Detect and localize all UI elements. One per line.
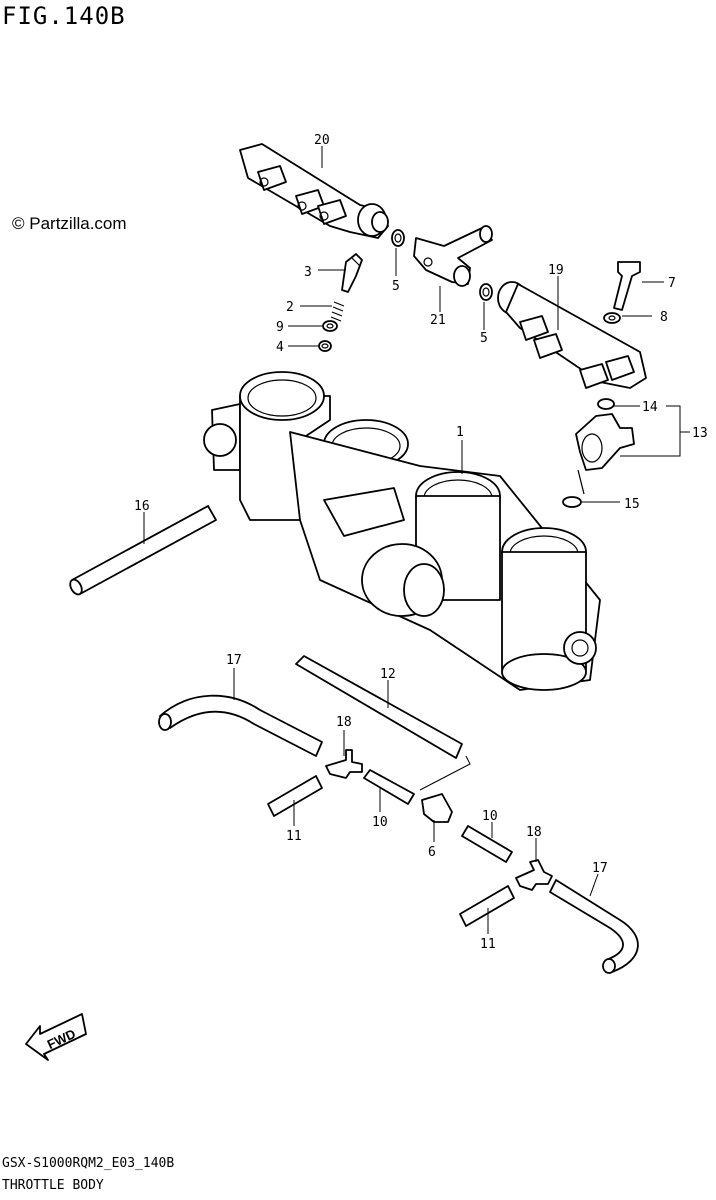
- part-8-washer[interactable]: [603, 312, 621, 324]
- callout-1: 1: [456, 425, 464, 440]
- part-7-bolt[interactable]: [613, 261, 641, 311]
- callout-3: 3: [304, 265, 312, 280]
- callout-4: 4: [276, 340, 284, 355]
- part-2-spring[interactable]: [330, 301, 345, 322]
- callout-12: 12: [380, 667, 396, 682]
- part-10-hose-lower[interactable]: [461, 825, 513, 863]
- watermark: © Partzilla.com: [12, 214, 127, 233]
- leader-lines: [143, 146, 690, 934]
- part-10-hose-upper[interactable]: [363, 769, 415, 805]
- callout-16: 16: [134, 499, 150, 514]
- callout-8: 8: [660, 310, 668, 325]
- part-6-t-joint[interactable]: [421, 793, 453, 823]
- part-5-o-ring-b[interactable]: [479, 283, 493, 301]
- part-5-o-ring-a[interactable]: [391, 229, 405, 247]
- callout-17b: 17: [592, 861, 608, 876]
- callout-2: 2: [286, 300, 294, 315]
- callout-14: 14: [642, 400, 658, 415]
- part-11-hose-lower[interactable]: [459, 885, 515, 927]
- part-16-hose[interactable]: [68, 505, 217, 596]
- footer-diagram-title: THROTTLE BODY: [2, 1178, 104, 1193]
- fwd-arrow-icon: FWD: [25, 1013, 87, 1061]
- callout-10a: 10: [372, 815, 388, 830]
- part-9-washer[interactable]: [322, 320, 338, 332]
- callout-21: 21: [430, 313, 446, 328]
- callout-18b: 18: [526, 825, 542, 840]
- part-17-hose-lower[interactable]: [549, 879, 639, 974]
- part-17-hose-upper[interactable]: [158, 694, 323, 757]
- part-3-screw[interactable]: [341, 253, 363, 293]
- callouts: 20 3 2 9 4 5 21 5 19 7 8 14 13 1 15 16 1…: [134, 133, 708, 952]
- footer-diagram-code: GSX-S1000RQM2_E03_140B: [2, 1156, 175, 1171]
- part-18-t-joint-lower[interactable]: [515, 859, 553, 891]
- callout-19: 19: [548, 263, 564, 278]
- part-4-o-ring[interactable]: [318, 340, 332, 352]
- part-21-fuel-joint[interactable]: [413, 225, 493, 287]
- part-14-o-ring[interactable]: [597, 398, 615, 410]
- callout-18a: 18: [336, 715, 352, 730]
- part-11-hose-upper[interactable]: [267, 775, 323, 817]
- callout-13: 13: [692, 426, 708, 441]
- callout-11a: 11: [286, 829, 302, 844]
- callout-20: 20: [314, 133, 330, 148]
- part-12-hose[interactable]: [295, 655, 463, 759]
- part-18-t-joint-upper[interactable]: [325, 749, 363, 779]
- callout-7: 7: [668, 276, 676, 291]
- callout-10b: 10: [482, 809, 498, 824]
- callout-6b: 6: [428, 845, 436, 860]
- part-13-fuel-injector[interactable]: [575, 413, 635, 495]
- callout-5b: 5: [480, 331, 488, 346]
- figure-title: FIG.140B: [2, 2, 126, 30]
- callout-11b: 11: [480, 937, 496, 952]
- callout-17a: 17: [226, 653, 242, 668]
- callout-15: 15: [624, 497, 640, 512]
- part-19-fuel-pipe[interactable]: [497, 281, 647, 389]
- part-20-fuel-pipe[interactable]: [239, 143, 389, 239]
- part-1-throttle-body[interactable]: [203, 371, 601, 691]
- callout-5a: 5: [392, 279, 400, 294]
- callout-9: 9: [276, 320, 284, 335]
- part-15-o-ring[interactable]: [562, 496, 582, 508]
